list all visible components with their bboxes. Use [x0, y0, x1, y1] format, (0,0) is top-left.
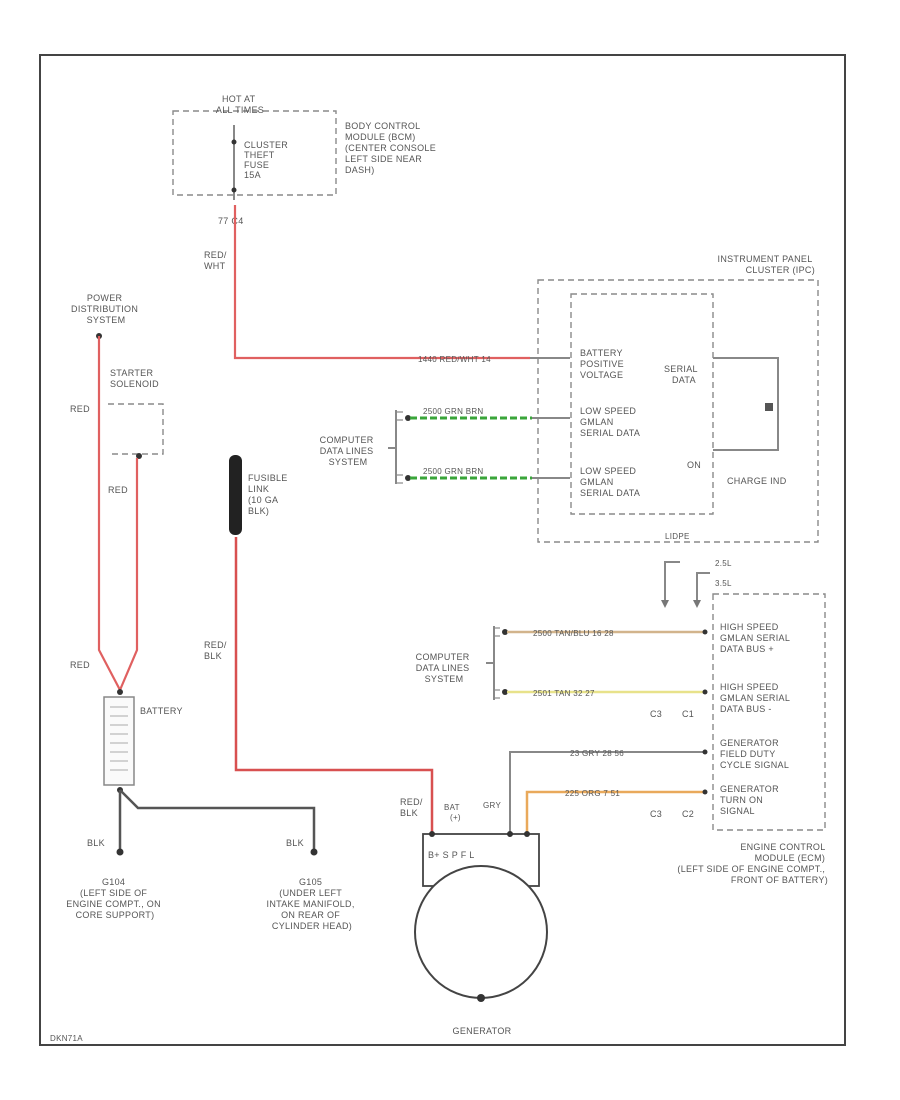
- ecm-conn2-label: C1: [682, 709, 694, 719]
- ipc-on-label: ON: [687, 460, 701, 470]
- gry-field-wire: [509, 751, 705, 832]
- computer-data-2-label: COMPUTER DATA LINES SYSTEM: [416, 652, 473, 684]
- starter-solenoid-label: STARTER SOLENOID: [110, 368, 159, 389]
- bcm-module-label: BODY CONTROL MODULE (BCM) (CENTER CONSOL…: [345, 121, 439, 175]
- tan-wire-label: 2500 TAN/BLU 16 28: [533, 629, 614, 638]
- ipc-inner-box: [570, 293, 714, 515]
- gen-gry-wire-label: GRY: [483, 801, 501, 810]
- data-bracket-2-ticks: [494, 627, 500, 699]
- gen-bat-label: BAT (+): [444, 803, 462, 822]
- ground2-wire-label: BLK: [286, 838, 304, 848]
- hot-at-all-times-label: HOT AT ALL TIMES: [216, 94, 264, 115]
- battery-label: BATTERY: [140, 706, 183, 716]
- gen-in-wire-label: RED/ BLK: [400, 797, 426, 818]
- ipc-serial-data-label: SERIAL DATA: [664, 364, 700, 385]
- ipc-to-ecm-arrow-2: [696, 572, 710, 604]
- ecm-high-speed-minus-label: HIGH SPEED GMLAN SERIAL DATA BUS -: [720, 682, 793, 714]
- generator-terminals-label: B+ S P F L: [428, 850, 475, 860]
- ecm-pin2-label: 3.5L: [715, 579, 732, 588]
- starter-terminal: [136, 453, 142, 459]
- ground-wire-g105: [119, 789, 316, 850]
- pds-red-wire: [97, 336, 121, 691]
- diagram-id: DKN71A: [50, 1034, 83, 1043]
- battery-red-label: RED: [70, 660, 90, 670]
- fuse-terminal-top: [231, 139, 237, 145]
- ipc-low-speed-2-label: LOW SPEED GMLAN SERIAL DATA: [580, 466, 640, 498]
- ecm-box: [712, 593, 826, 831]
- red-blk-generator-wire: [234, 537, 434, 832]
- ecm-conn4-label: C2: [682, 809, 694, 819]
- ecm-pin1-label: 2.5L: [715, 559, 732, 568]
- battery-symbol: [103, 696, 135, 786]
- generator-symbol: [414, 865, 548, 999]
- starter-red-wire: [118, 458, 139, 691]
- bcm-connector-label: 77 C4: [218, 216, 244, 226]
- starter-solenoid-box: [108, 403, 164, 455]
- green2-wire-label: 2500 GRN BRN: [423, 467, 484, 476]
- battery-positive-terminal: [117, 689, 123, 695]
- charge-indicator-lamp: [765, 403, 773, 411]
- green1-wire-label: 2500 GRN BRN: [423, 407, 484, 416]
- fusible-link-label: FUSIBLE LINK (10 GA BLK): [248, 473, 290, 516]
- fusible-out-wire-label: RED/ BLK: [204, 640, 230, 661]
- ecm-gen-field-label: GENERATOR FIELD DUTY CYCLE SIGNAL: [720, 738, 789, 770]
- ecm-high-speed-plus-label: HIGH SPEED GMLAN SERIAL DATA BUS +: [720, 622, 793, 654]
- fusible-link-symbol: [229, 455, 242, 535]
- ecm-conn1-label: C3: [650, 709, 662, 719]
- data-bracket-1-ticks: [396, 411, 403, 484]
- ipc-low-speed-1-label: LOW SPEED GMLAN SERIAL DATA: [580, 406, 640, 438]
- ecm-gen-turn-on-label: GENERATOR TURN ON SIGNAL: [720, 784, 782, 816]
- bcm-out-wire-label: RED/ WHT: [204, 250, 230, 271]
- org-sig-wire-label: 225 ORG 7 51: [565, 789, 620, 798]
- ground-g104-terminal: [116, 848, 124, 856]
- red-wht-wire: [233, 205, 530, 360]
- ground-g105-terminal: [310, 848, 318, 856]
- ipc-connector-label: LIDPE: [665, 532, 690, 541]
- computer-data-1-label: COMPUTER DATA LINES SYSTEM: [320, 435, 377, 467]
- ipc-battery-wire-label: 1440 RED/WHT 14: [418, 355, 491, 364]
- ipc-outer-box: [537, 279, 819, 543]
- ground1-wire-label: BLK: [87, 838, 105, 848]
- ipc-title: INSTRUMENT PANEL CLUSTER (IPC): [718, 254, 815, 275]
- bcm-box: [172, 110, 337, 196]
- ipc-battery-voltage-label: BATTERY POSITIVE VOLTAGE: [580, 348, 627, 380]
- generator-label: GENERATOR: [453, 1026, 512, 1036]
- generator-ground-terminal: [477, 994, 485, 1002]
- ground-g104-label: G104 (LEFT SIDE OF ENGINE COMPT., ON COR…: [66, 877, 163, 920]
- ipc-serial-loop: [713, 357, 779, 451]
- starter-red-label: RED: [108, 485, 128, 495]
- ecm-conn3-label: C3: [650, 809, 662, 819]
- ipc-to-ecm-arrow-1: [664, 561, 680, 604]
- diagram-frame: [39, 54, 846, 1046]
- org-turn-on-wire: [525, 790, 705, 832]
- yellow-wire-label: 2501 TAN 32 27: [533, 689, 595, 698]
- cluster-theft-fuse-label: CLUSTER THEFT FUSE 15A: [244, 140, 291, 180]
- battery-cells: [110, 706, 128, 771]
- gry-sig-wire-label: 23 GRY 28 56: [570, 749, 624, 758]
- pds-red-label: RED: [70, 404, 90, 414]
- power-distribution-label: POWER DISTRIBUTION SYSTEM: [71, 293, 141, 325]
- ground-g105-label: G105 (UNDER LEFT INTAKE MANIFOLD, ON REA…: [267, 877, 358, 931]
- ipc-charge-ind-label: CHARGE IND: [727, 476, 787, 486]
- ecm-title: ENGINE CONTROL MODULE (ECM) (LEFT SIDE O…: [677, 842, 828, 885]
- fuse-terminal-bottom: [231, 187, 237, 193]
